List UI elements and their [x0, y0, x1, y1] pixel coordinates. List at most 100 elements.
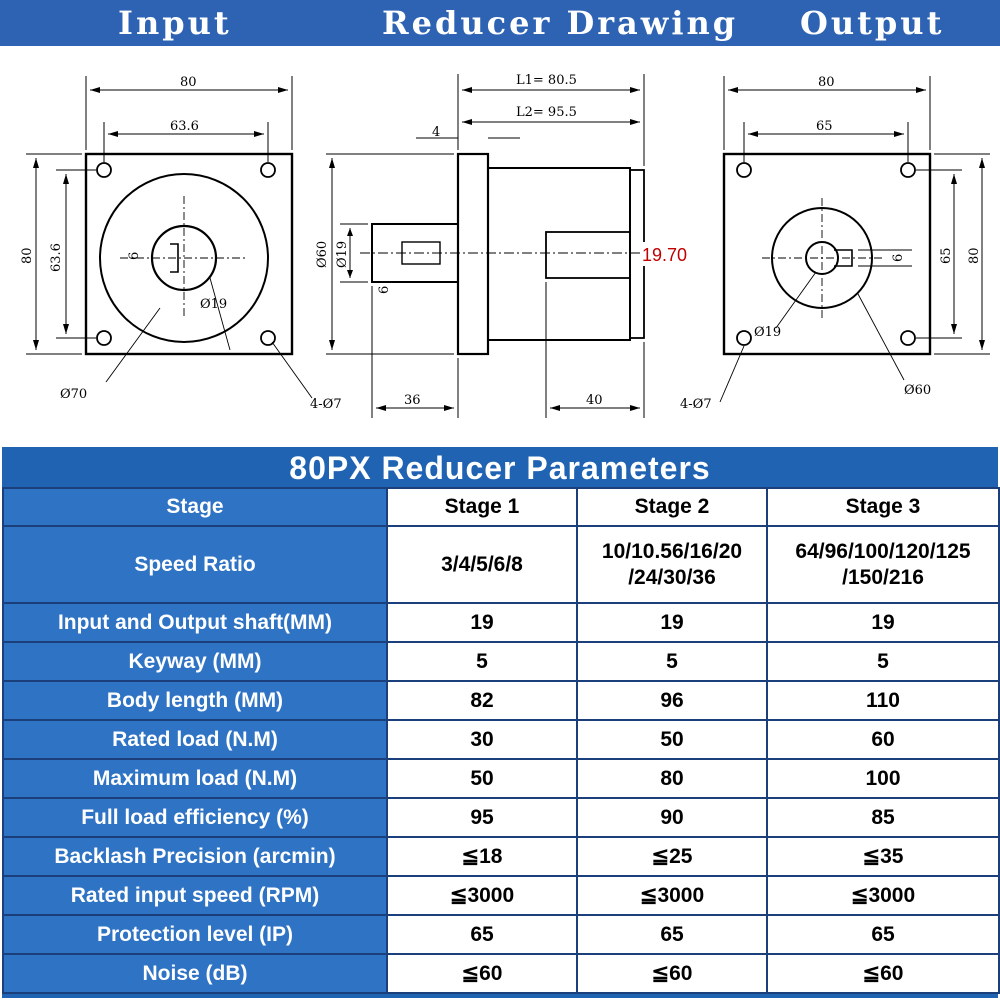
- output-width-dim: 80: [818, 75, 835, 90]
- cell-stage-1: 95: [386, 797, 578, 838]
- output-flange-view: 80 65 6 65 80 Ø19 Ø60 4-Ø7: [680, 75, 990, 412]
- side-flange-thickness: 4: [432, 125, 440, 140]
- cell-stage-2: 65: [576, 914, 768, 955]
- ratio-line: 3/4/5/6/8: [441, 552, 523, 576]
- input-key-slot: [170, 243, 179, 273]
- output-bolt-hole: [900, 162, 916, 178]
- cell-stage-1: 65: [386, 914, 578, 955]
- cell-stage-3: 19: [766, 602, 1000, 643]
- cell-stage-1: 5: [386, 641, 578, 682]
- input-bolt-hole: [260, 162, 276, 178]
- cell-stage-2: ≦60: [576, 953, 768, 994]
- input-bolt-hole: [96, 330, 112, 346]
- header-banner: Input Reducer Drawing Output: [0, 0, 1000, 46]
- header-stage-3: Stage 3: [766, 487, 1000, 527]
- row-label: Body length (MM): [2, 680, 388, 721]
- cell-stage-3: 65: [766, 914, 1000, 955]
- input-width-dim: 80: [180, 75, 197, 90]
- input-key-dim: 6: [127, 252, 142, 260]
- input-holes-dim: 4-Ø7: [310, 397, 342, 412]
- output-bolt-spacing-h: 65: [816, 119, 833, 134]
- cell-stage-2: 10/10.56/16/20/24/30/36: [576, 525, 768, 604]
- cell-stage-2: 50: [576, 719, 768, 760]
- table-row: Backlash Precision (arcmin)≦18≦25≦35: [2, 836, 1000, 877]
- table-row: Noise (dB)≦60≦60≦60: [2, 953, 1000, 994]
- input-heading: Input: [118, 4, 232, 42]
- cell-stage-1: 30: [386, 719, 578, 760]
- ratio-line: /24/30/36: [628, 565, 716, 589]
- row-label: Noise (dB): [2, 953, 388, 994]
- cell-stage-3: 64/96/100/120/125/150/216: [766, 525, 1000, 604]
- side-output-length: 40: [586, 393, 603, 408]
- output-bolt-spacing-v: 65: [939, 247, 954, 264]
- side-shaft-height-box: [640, 242, 692, 266]
- cell-stage-2: ≦25: [576, 836, 768, 877]
- input-flange-outline: [84, 152, 294, 356]
- output-bore-dim: Ø19: [754, 325, 781, 340]
- output-height-dim: 80: [967, 247, 982, 264]
- row-label: Backlash Precision (arcmin): [2, 836, 388, 877]
- ratio-line: 64/96/100/120/125: [795, 539, 971, 563]
- output-bolt-hole: [900, 330, 916, 346]
- cell-stage-1: 3/4/5/6/8: [386, 525, 578, 604]
- input-bolt-spacing-v: 63.6: [49, 243, 64, 272]
- side-output-shaft: [545, 231, 631, 279]
- side-input-length: 36: [404, 393, 421, 408]
- row-label: Rated input speed (RPM): [2, 875, 388, 916]
- cell-stage-1: ≦60: [386, 953, 578, 994]
- ratio-line: /150/216: [842, 565, 924, 589]
- drawing-heading: Reducer Drawing: [382, 4, 739, 42]
- reducer-drawing: 80 63.6 80 63.6 6 Ø19 Ø70 4-Ø7: [0, 46, 1000, 440]
- side-flange-dia: Ø60: [315, 241, 330, 268]
- side-body: [487, 167, 631, 341]
- header-stage-1: Stage 1: [386, 487, 578, 527]
- cell-stage-2: 96: [576, 680, 768, 721]
- cell-stage-1: ≦18: [386, 836, 578, 877]
- input-pilot-dim: Ø70: [60, 387, 87, 402]
- output-heading: Output: [800, 4, 945, 42]
- side-l1-dim: L1= 80.5: [516, 73, 577, 88]
- input-bolt-hole: [260, 330, 276, 346]
- output-bolt-hole: [736, 162, 752, 178]
- cell-stage-1: 19: [386, 602, 578, 643]
- cell-stage-3: ≦35: [766, 836, 1000, 877]
- input-bolt-spacing-h: 63.6: [170, 119, 199, 134]
- cell-stage-1: ≦3000: [386, 875, 578, 916]
- side-shaft-height-note: 19.70: [642, 245, 687, 265]
- cell-stage-2: 90: [576, 797, 768, 838]
- row-label: Maximum load (N.M): [2, 758, 388, 799]
- input-bolt-hole: [96, 162, 112, 178]
- cell-stage-3: 110: [766, 680, 1000, 721]
- input-flange-view: 80 63.6 80 63.6 6 Ø19 Ø70 4-Ø7: [20, 75, 342, 412]
- output-bolt-hole: [736, 330, 752, 346]
- output-pilot-dim: Ø60: [904, 383, 931, 398]
- row-label: Speed Ratio: [2, 525, 388, 604]
- cell-stage-2: 19: [576, 602, 768, 643]
- cell-stage-1: 82: [386, 680, 578, 721]
- side-flange: [456, 152, 490, 356]
- output-pilot-circle: [771, 207, 873, 309]
- row-label: Protection level (IP): [2, 914, 388, 955]
- input-pilot-circle: [99, 173, 269, 343]
- cell-stage-3: 5: [766, 641, 1000, 682]
- header-stage-label: Stage: [2, 487, 388, 527]
- cell-stage-2: ≦3000: [576, 875, 768, 916]
- side-shaft-dia: Ø19: [335, 241, 350, 268]
- table-row: Speed Ratio 3/4/5/6/8 10/10.56/16/20/24/30…: [2, 525, 1000, 604]
- input-height-dim: 80: [20, 247, 35, 264]
- cell-stage-2: 5: [576, 641, 768, 682]
- header-stage-2: Stage 2: [576, 487, 768, 527]
- row-label: Input and Output shaft(MM): [2, 602, 388, 643]
- output-flange-outline: [722, 152, 932, 356]
- input-bore-dim: Ø19: [200, 297, 227, 312]
